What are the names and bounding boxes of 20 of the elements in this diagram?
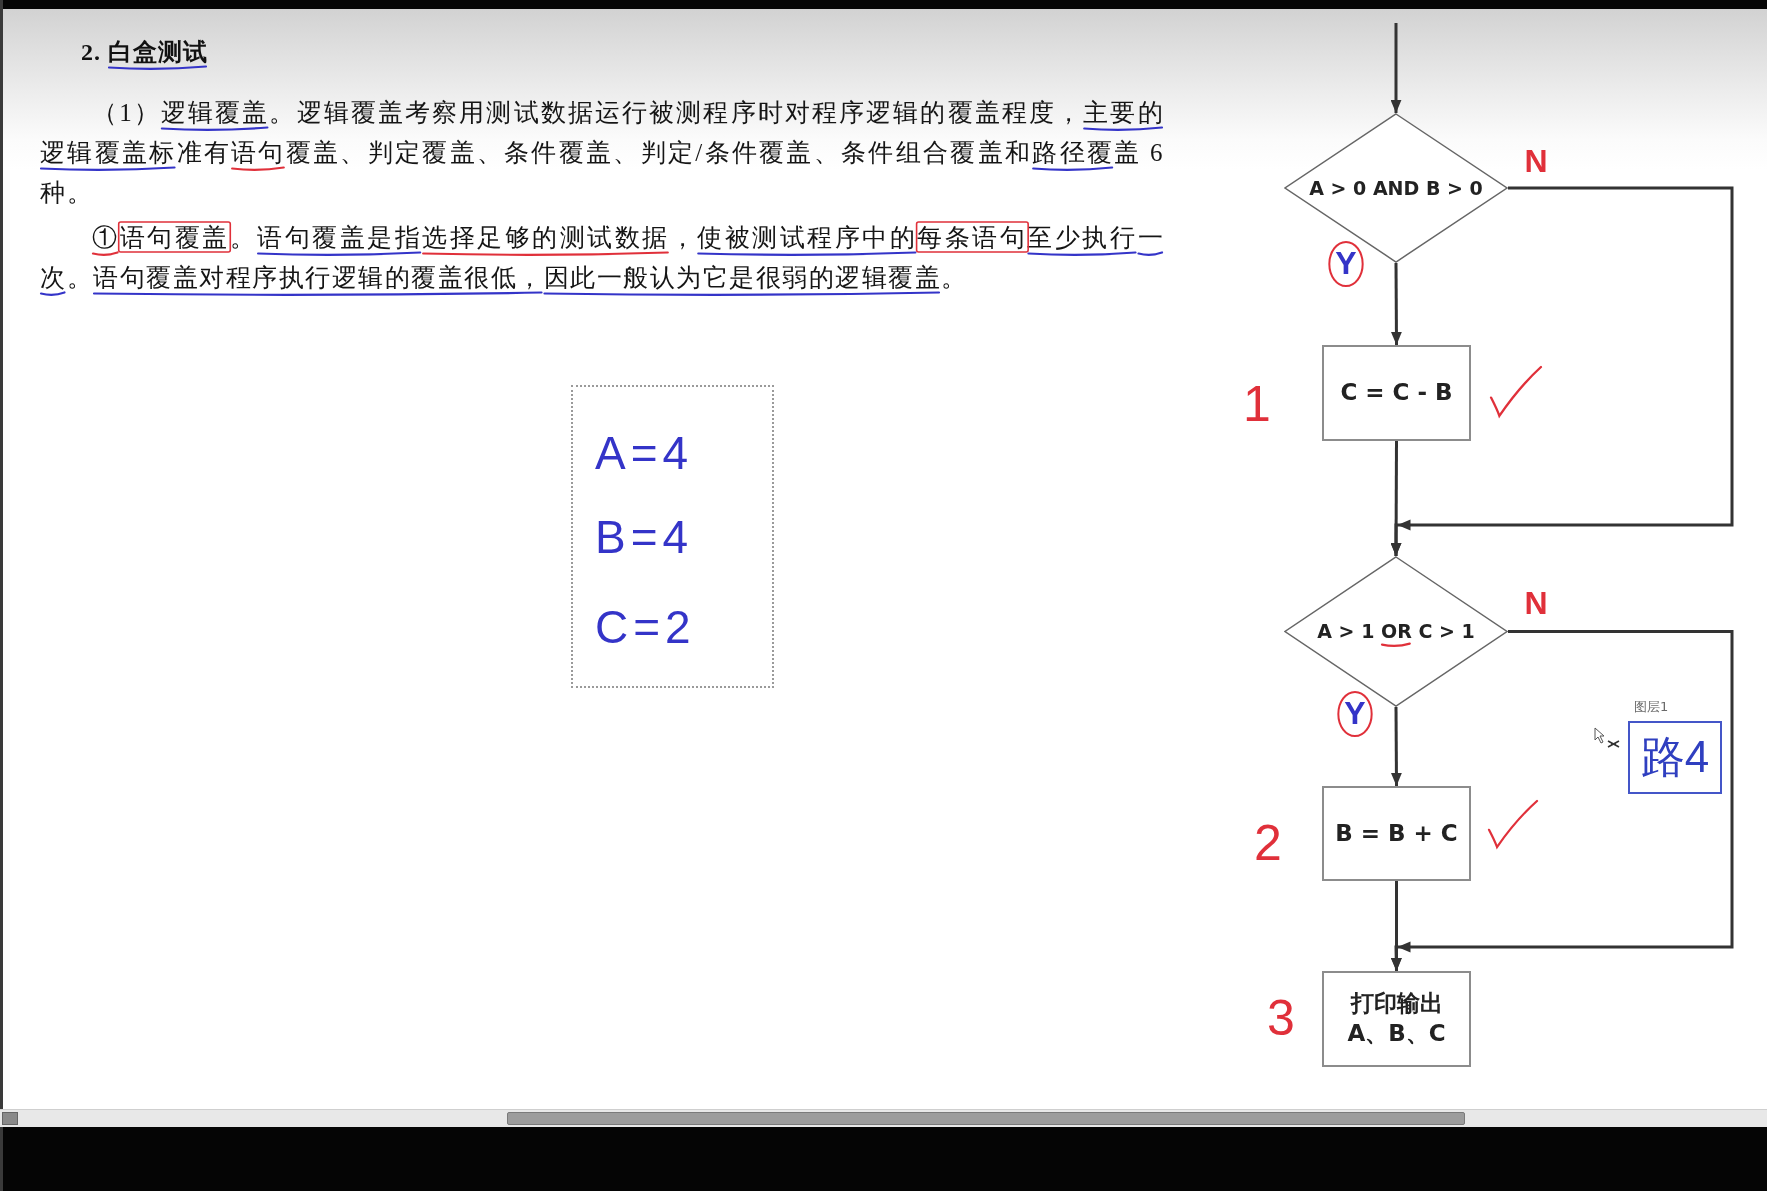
connector-arrow — [1390, 186, 1734, 556]
handwritten-text: B=4 — [595, 511, 694, 563]
callout-number: 1 — [1243, 379, 1271, 429]
dashed-box — [571, 385, 774, 688]
handwritten-text: C=2 — [595, 601, 696, 653]
connector-arrow — [1390, 23, 1402, 113]
callout-number: 3 — [1267, 993, 1295, 1043]
process-box: 打印输出A、B、C — [1322, 971, 1471, 1067]
handwritten-text: A=4 — [595, 427, 694, 479]
connector-arrow — [1391, 707, 1402, 786]
edge-label: N — [1524, 587, 1548, 619]
heading: 2. 白盒测试 — [81, 38, 208, 66]
connector-arrow — [1391, 263, 1402, 345]
connector-arrow — [1390, 630, 1734, 972]
edge-label: N — [1524, 145, 1548, 177]
callout-number: 2 — [1254, 818, 1282, 868]
process-box: C = C - B — [1322, 345, 1471, 441]
process-box: B = B + C — [1322, 786, 1471, 881]
note-box: 路4 — [1628, 721, 1722, 794]
paragraph: （1）逻辑覆盖。逻辑覆盖考察用测试数据运行被测程序时对程序逻辑的覆盖程度，主要的逻辑覆盖标准有语句覆盖、判定覆盖、条件覆盖、判定/条件覆盖、条件组合覆盖和路径覆盖 6 种。 — [40, 98, 1164, 208]
